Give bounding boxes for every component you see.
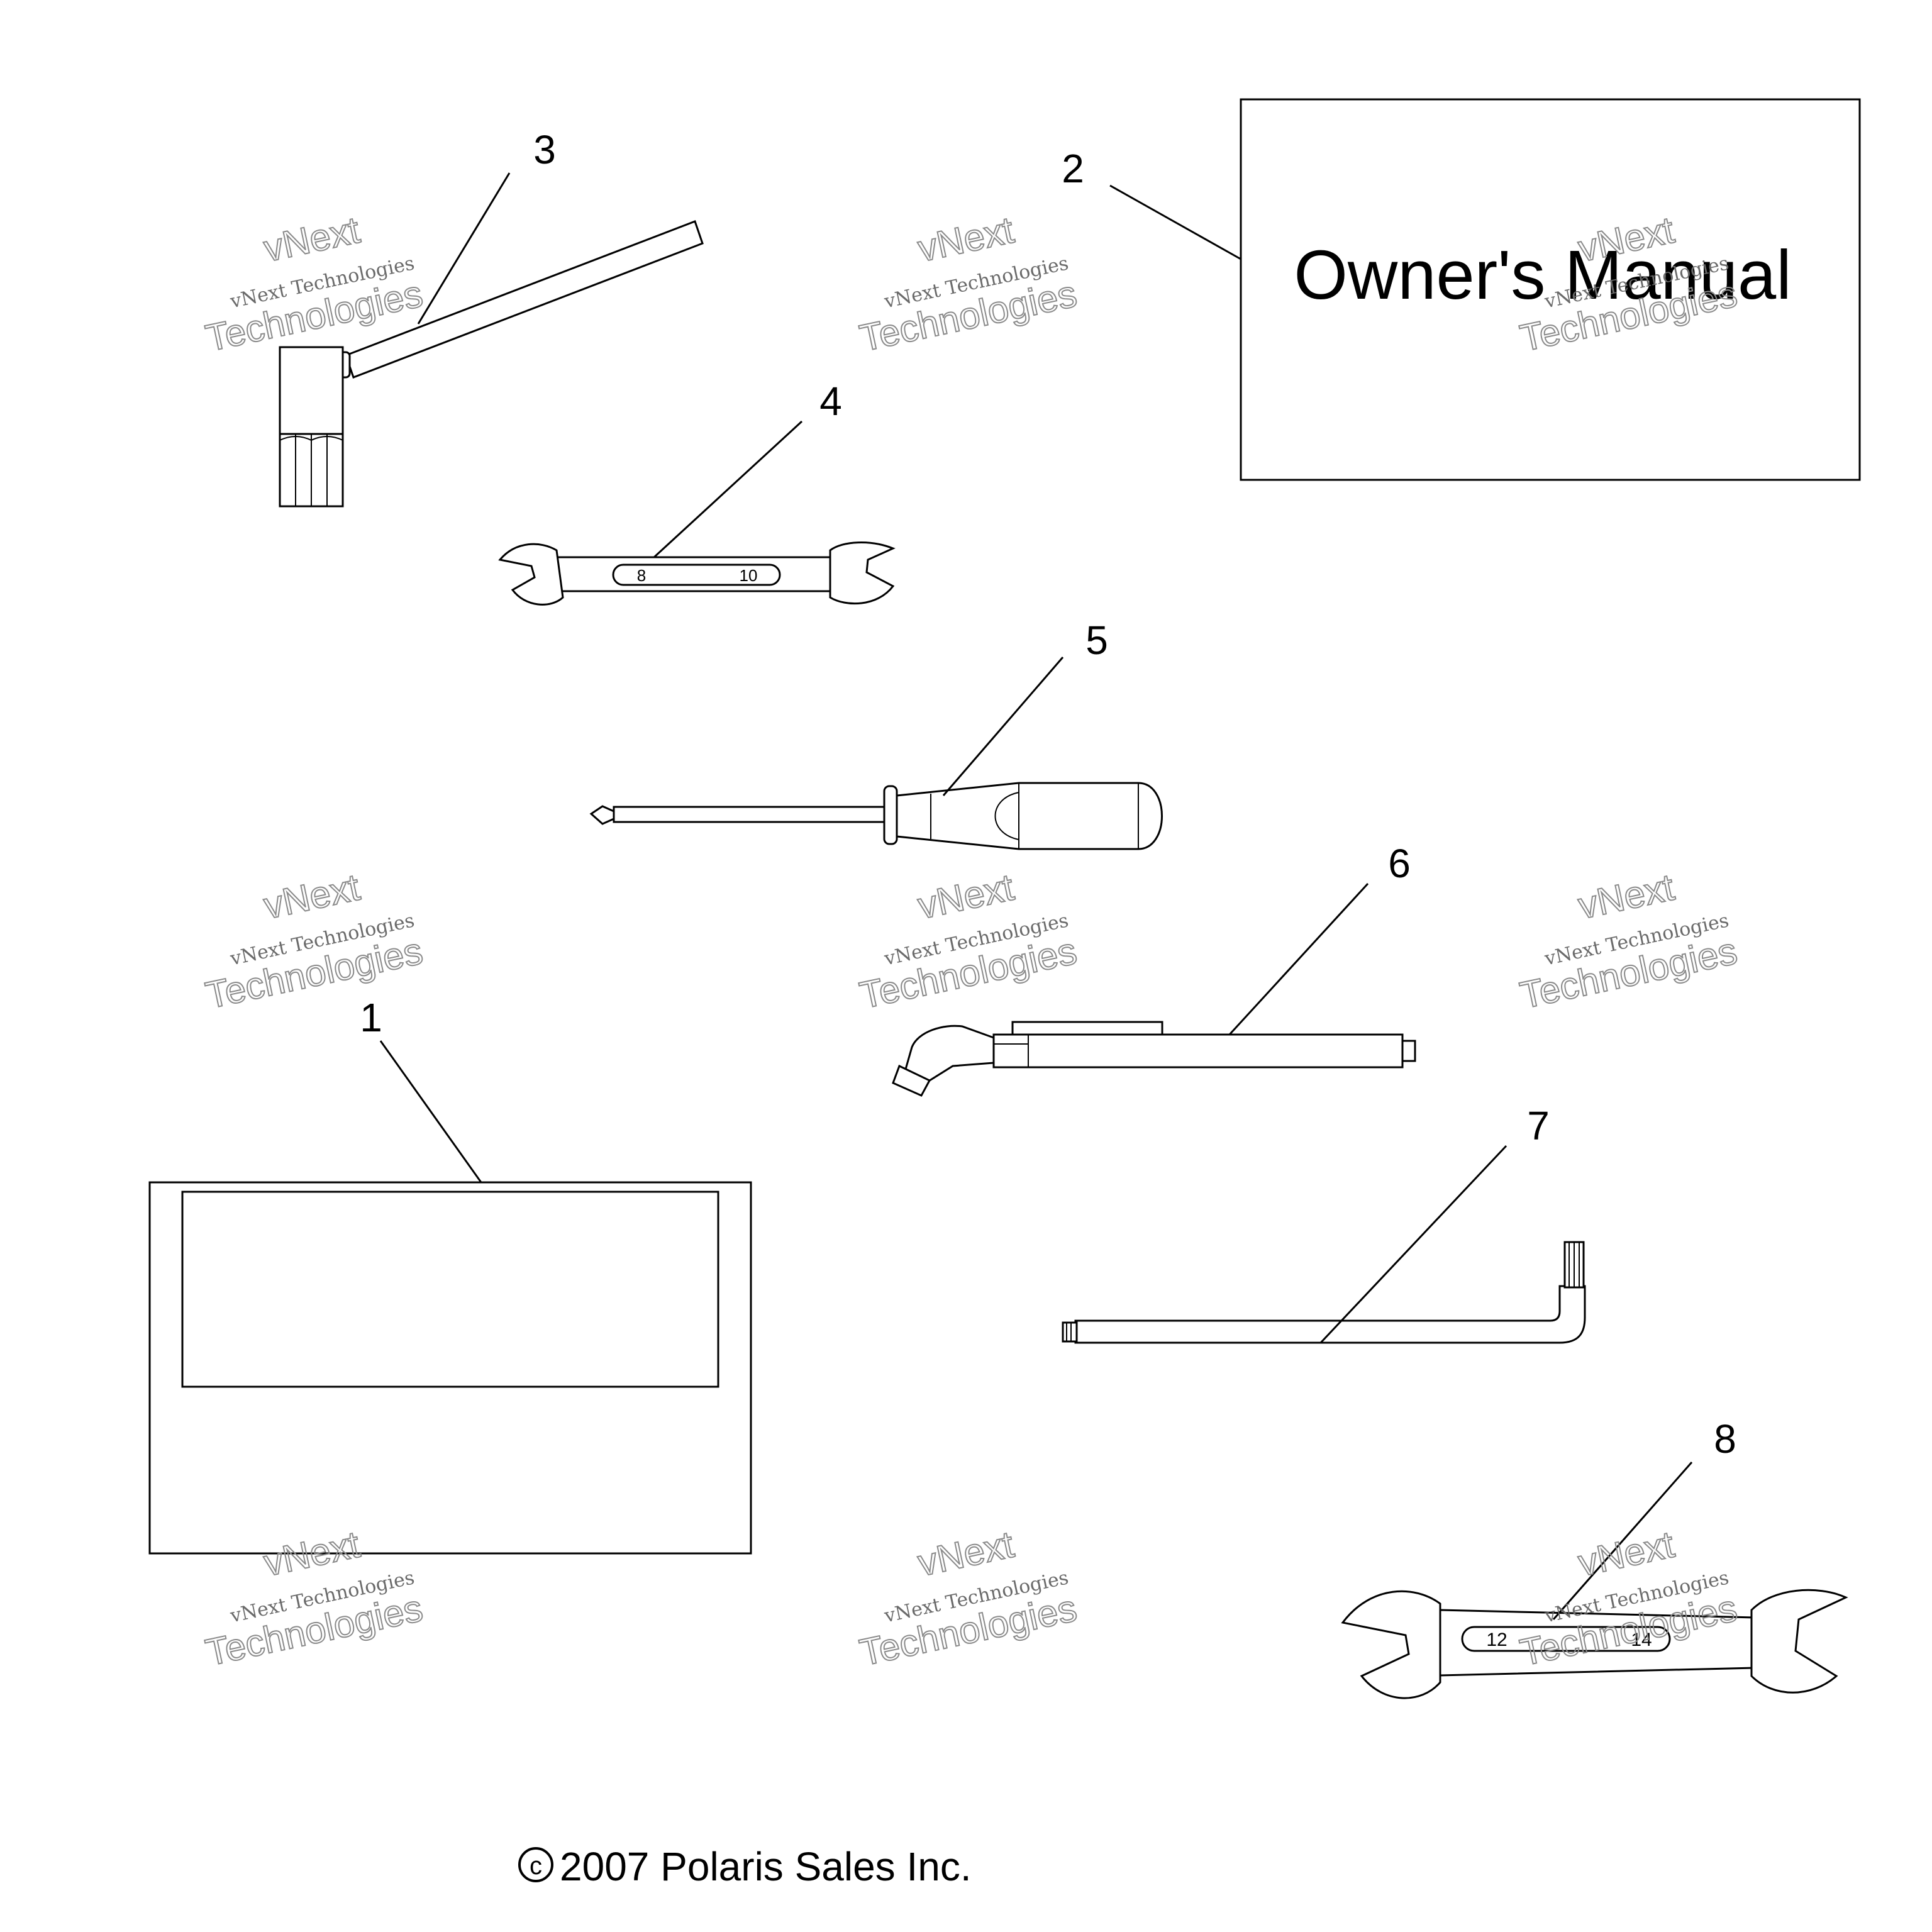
svg-text:vNext: vNext [260,866,364,927]
svg-text:vNext: vNext [914,866,1018,927]
svg-text:vNext: vNext [914,209,1018,270]
callout-8: 8 [1714,1416,1736,1462]
copyright-text: 2007 Polaris Sales Inc. [560,1844,972,1889]
copyright-symbol-circle [518,1847,553,1882]
copyright-notice: c 2007 Polaris Sales Inc. [518,1844,972,1889]
wrench-small: 8 10 [498,541,896,606]
svg-text:vNext: vNext [260,209,364,270]
callout-7: 7 [1527,1103,1550,1148]
spark-plug-wrench [892,1021,1416,1097]
owners-manual: Owner's Manual [1240,98,1861,481]
svg-text:vNext: vNext [914,1523,1018,1584]
socket-wrench [279,220,704,508]
leader-line-7 [1319,1145,1507,1344]
copyright-symbol-letter: c [530,1852,542,1880]
leader-line-2 [1109,184,1241,260]
leader-line-3 [417,172,511,325]
l-hex-key [1062,1241,1586,1344]
callout-4: 4 [819,379,842,424]
callout-1: 1 [360,995,382,1040]
watermark-6: vNext vNext Technologies Technologies [1516,865,1741,1018]
watermark-2: vNext vNext Technologies Technologies [855,208,1081,360]
wrench-large-size-right: 14 [1631,1629,1652,1650]
leader-line-8 [1552,1462,1693,1620]
wrench-large-size-left: 12 [1486,1629,1507,1650]
watermark-4: vNext vNext Technologies Technologies [201,865,427,1018]
leader-line-5 [942,657,1064,796]
wrench-small-size-right: 10 [740,566,758,585]
watermark-5: vNext vNext Technologies Technologies [855,865,1081,1018]
watermark-1: vNext vNext Technologies Technologies [201,208,427,360]
leader-line-6 [1228,882,1369,1036]
svg-text:vNext: vNext [1575,866,1678,927]
wrench-large: 12 14 [1341,1589,1848,1699]
leader-line-4 [653,420,803,558]
tool-bag [148,1181,752,1555]
callout-3: 3 [533,127,556,172]
wrench-small-size-left: 8 [637,566,646,585]
svg-text:vNext: vNext [1575,1523,1678,1584]
callout-2: 2 [1062,146,1084,191]
watermark-8: vNext vNext Technologies Technologies [855,1523,1081,1675]
manual-cover-text: Owner's Manual [1294,236,1791,314]
callout-5: 5 [1085,618,1108,663]
screwdriver [589,782,1163,850]
callout-6: 6 [1388,841,1411,886]
leader-line-1 [379,1040,482,1183]
